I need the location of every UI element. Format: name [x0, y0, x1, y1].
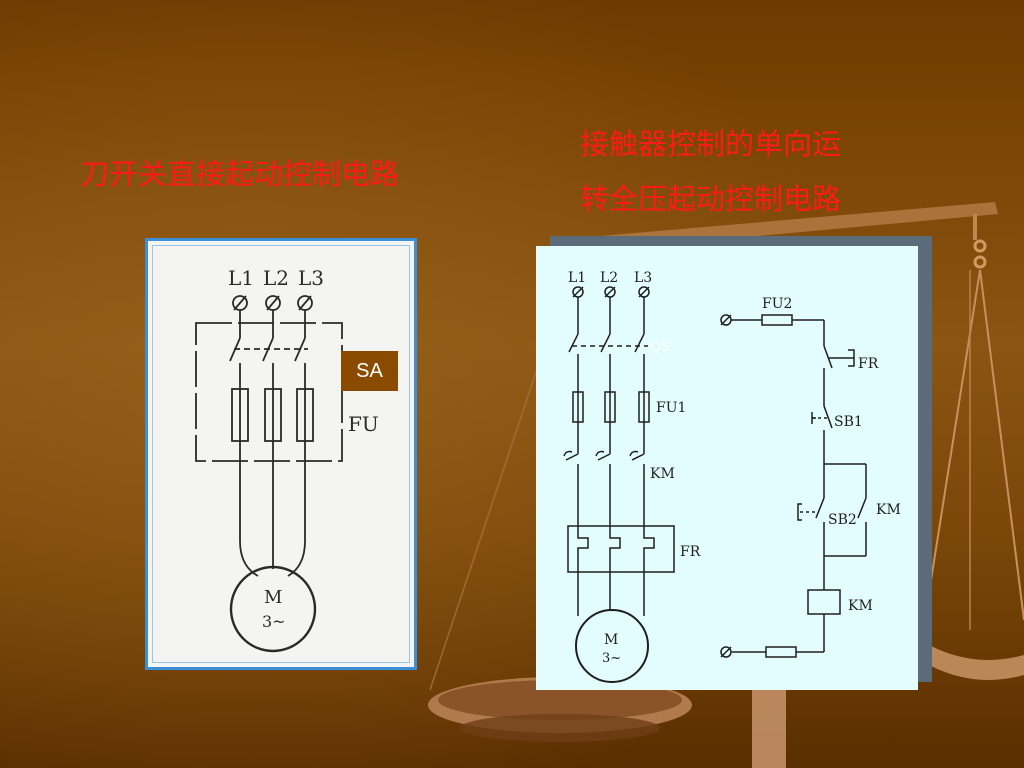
fu1-label: FU1	[656, 400, 686, 416]
km-coil-label: KM	[848, 598, 873, 614]
left-motor-phase: 3~	[262, 612, 286, 631]
sb2-label: SB2	[828, 512, 857, 528]
left-phase-l2: L2	[263, 266, 289, 290]
right-motor-label: M	[604, 632, 618, 648]
contactor-diagram-panel: L1 L2 L3 FU1 KM FR M 3~ FU2 FR SB1 SB2 K…	[536, 246, 918, 690]
contactor-circuit-diagram: L1 L2 L3 FU1 KM FR M 3~ FU2 FR SB1 SB2 K…	[563, 270, 901, 683]
knife-switch-circuit-diagram: L1 L2 L3 FU M 3~	[195, 266, 379, 653]
right-phase-l2: L2	[600, 270, 618, 286]
sa-label-badge: SA	[341, 351, 398, 391]
km-aux-label: KM	[876, 502, 901, 518]
right-phase-l1: L1	[568, 270, 586, 286]
knife-switch-diagram-panel: L1 L2 L3 FU M 3~	[145, 238, 417, 670]
fu2-label: FU2	[762, 296, 792, 312]
sb1-label: SB1	[834, 414, 863, 430]
left-phase-l1: L1	[228, 266, 254, 290]
km-main-label: KM	[650, 466, 675, 482]
left-circuit-title: 刀开关直接起动控制电路	[80, 157, 400, 191]
fr-main-label: FR	[680, 544, 701, 560]
right-circuit-title-line1: 接触器控制的单向运	[580, 127, 842, 161]
left-phase-l3: L3	[298, 266, 324, 290]
fr-contact-label: FR	[858, 356, 879, 372]
right-phase-l3: L3	[634, 270, 652, 286]
left-motor-label: M	[264, 587, 282, 608]
right-motor-phase: 3~	[602, 651, 621, 666]
panel-inner-border	[152, 245, 410, 663]
qs-label: QS	[650, 338, 671, 354]
right-circuit-title-line2: 转全压起动控制电路	[580, 182, 842, 216]
left-fuse-label: FU	[348, 412, 379, 436]
